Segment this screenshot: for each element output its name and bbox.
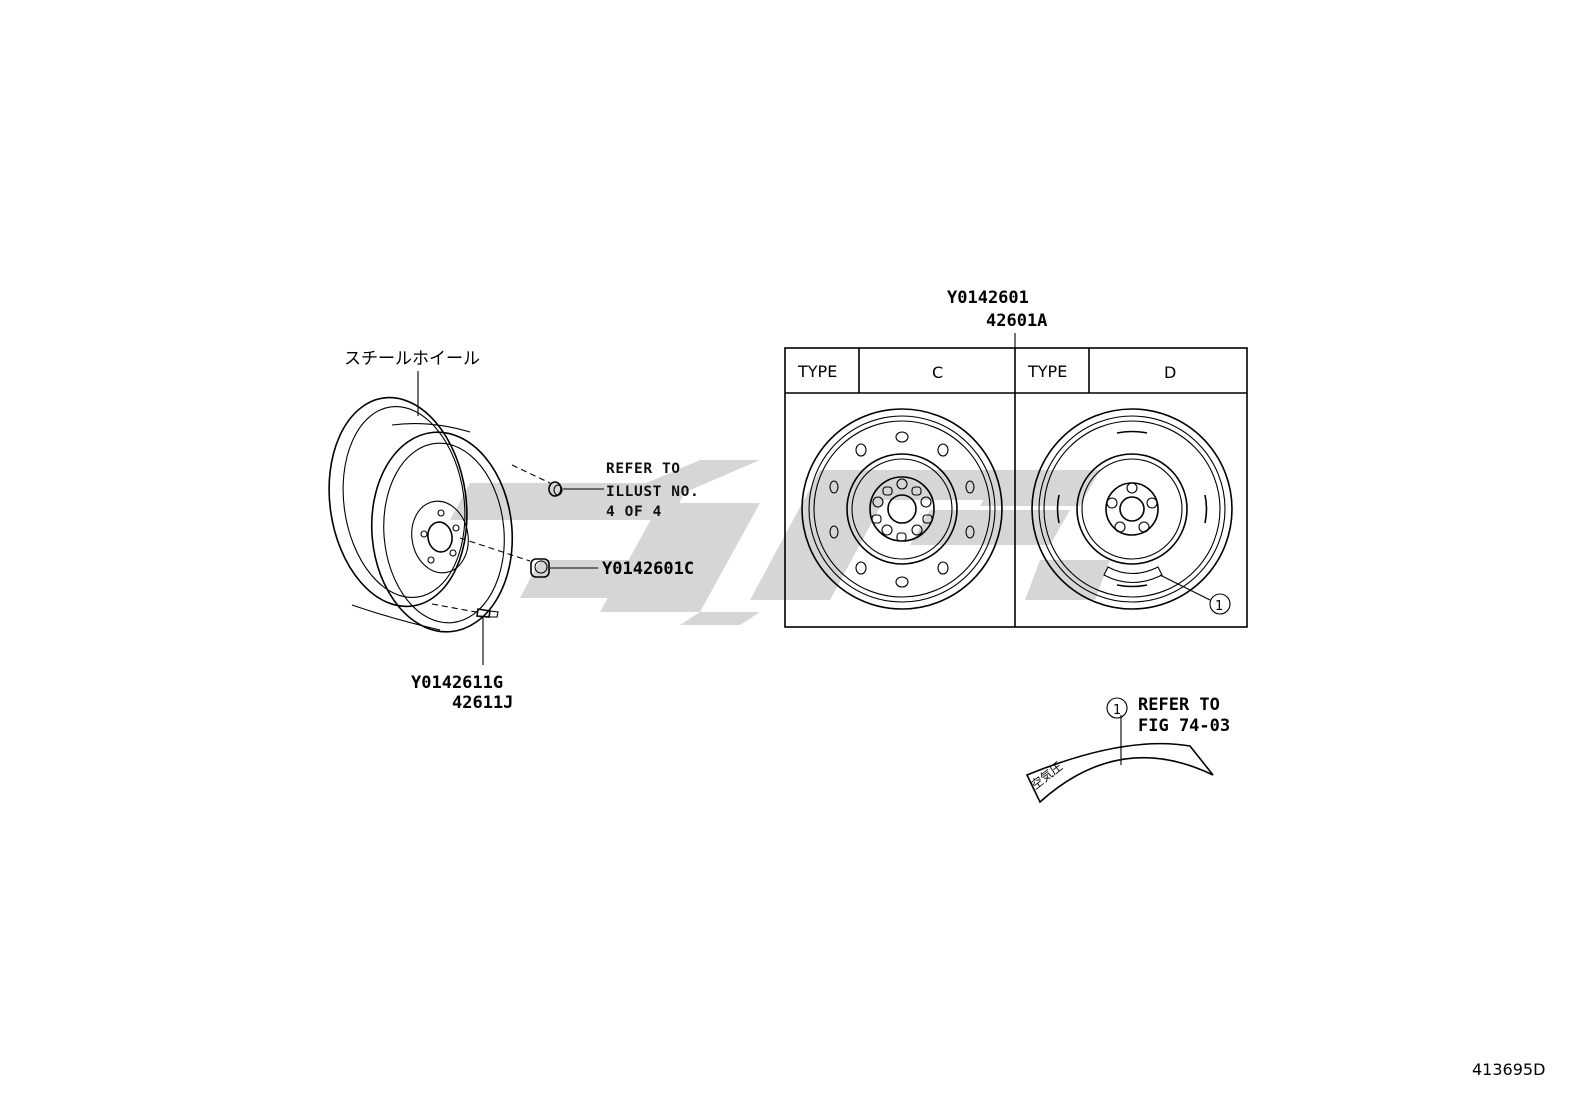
refer-illust-line3: 4 OF 4 (606, 504, 662, 520)
figure-number: 413695D (1472, 1060, 1545, 1079)
refer-illust-line2: ILLUST NO. (606, 484, 699, 500)
refer-fig-line1: REFER TO (1138, 695, 1220, 715)
type-c-wheel-drawing (801, 408, 1003, 610)
wheel-part-line1: Y0142601 (947, 288, 1029, 308)
nut-part-number: Y0142601C (602, 559, 694, 579)
tire-pressure-label-drawing (1025, 697, 1214, 804)
steel-wheel-drawing (328, 396, 514, 633)
callout-number-table: 1 (1215, 599, 1223, 614)
lug-nut-part (459, 537, 598, 578)
wheel-part-line2: 42601A (986, 311, 1047, 331)
watermark-logo (450, 460, 1110, 625)
type-d-wheel-drawing (1031, 408, 1233, 615)
valve-stem-part (431, 603, 499, 665)
type-d-value: D (1164, 363, 1176, 382)
callout-number-detail: 1 (1113, 703, 1121, 718)
hub-cap-part (511, 464, 604, 497)
refer-illust-line1: REFER TO (606, 461, 681, 477)
type-c-value: C (932, 363, 943, 382)
valve-part-line1: Y0142611G (411, 673, 503, 693)
wheel-label-jp: スチールホイール (344, 349, 480, 369)
valve-part-line2: 42611J (452, 693, 513, 713)
type-table (784, 347, 1248, 628)
type-c-label: TYPE (797, 362, 837, 381)
refer-fig-line2: FIG 74-03 (1138, 716, 1230, 736)
type-d-label: TYPE (1027, 362, 1067, 381)
label-jp: 空気圧 (1028, 758, 1066, 792)
